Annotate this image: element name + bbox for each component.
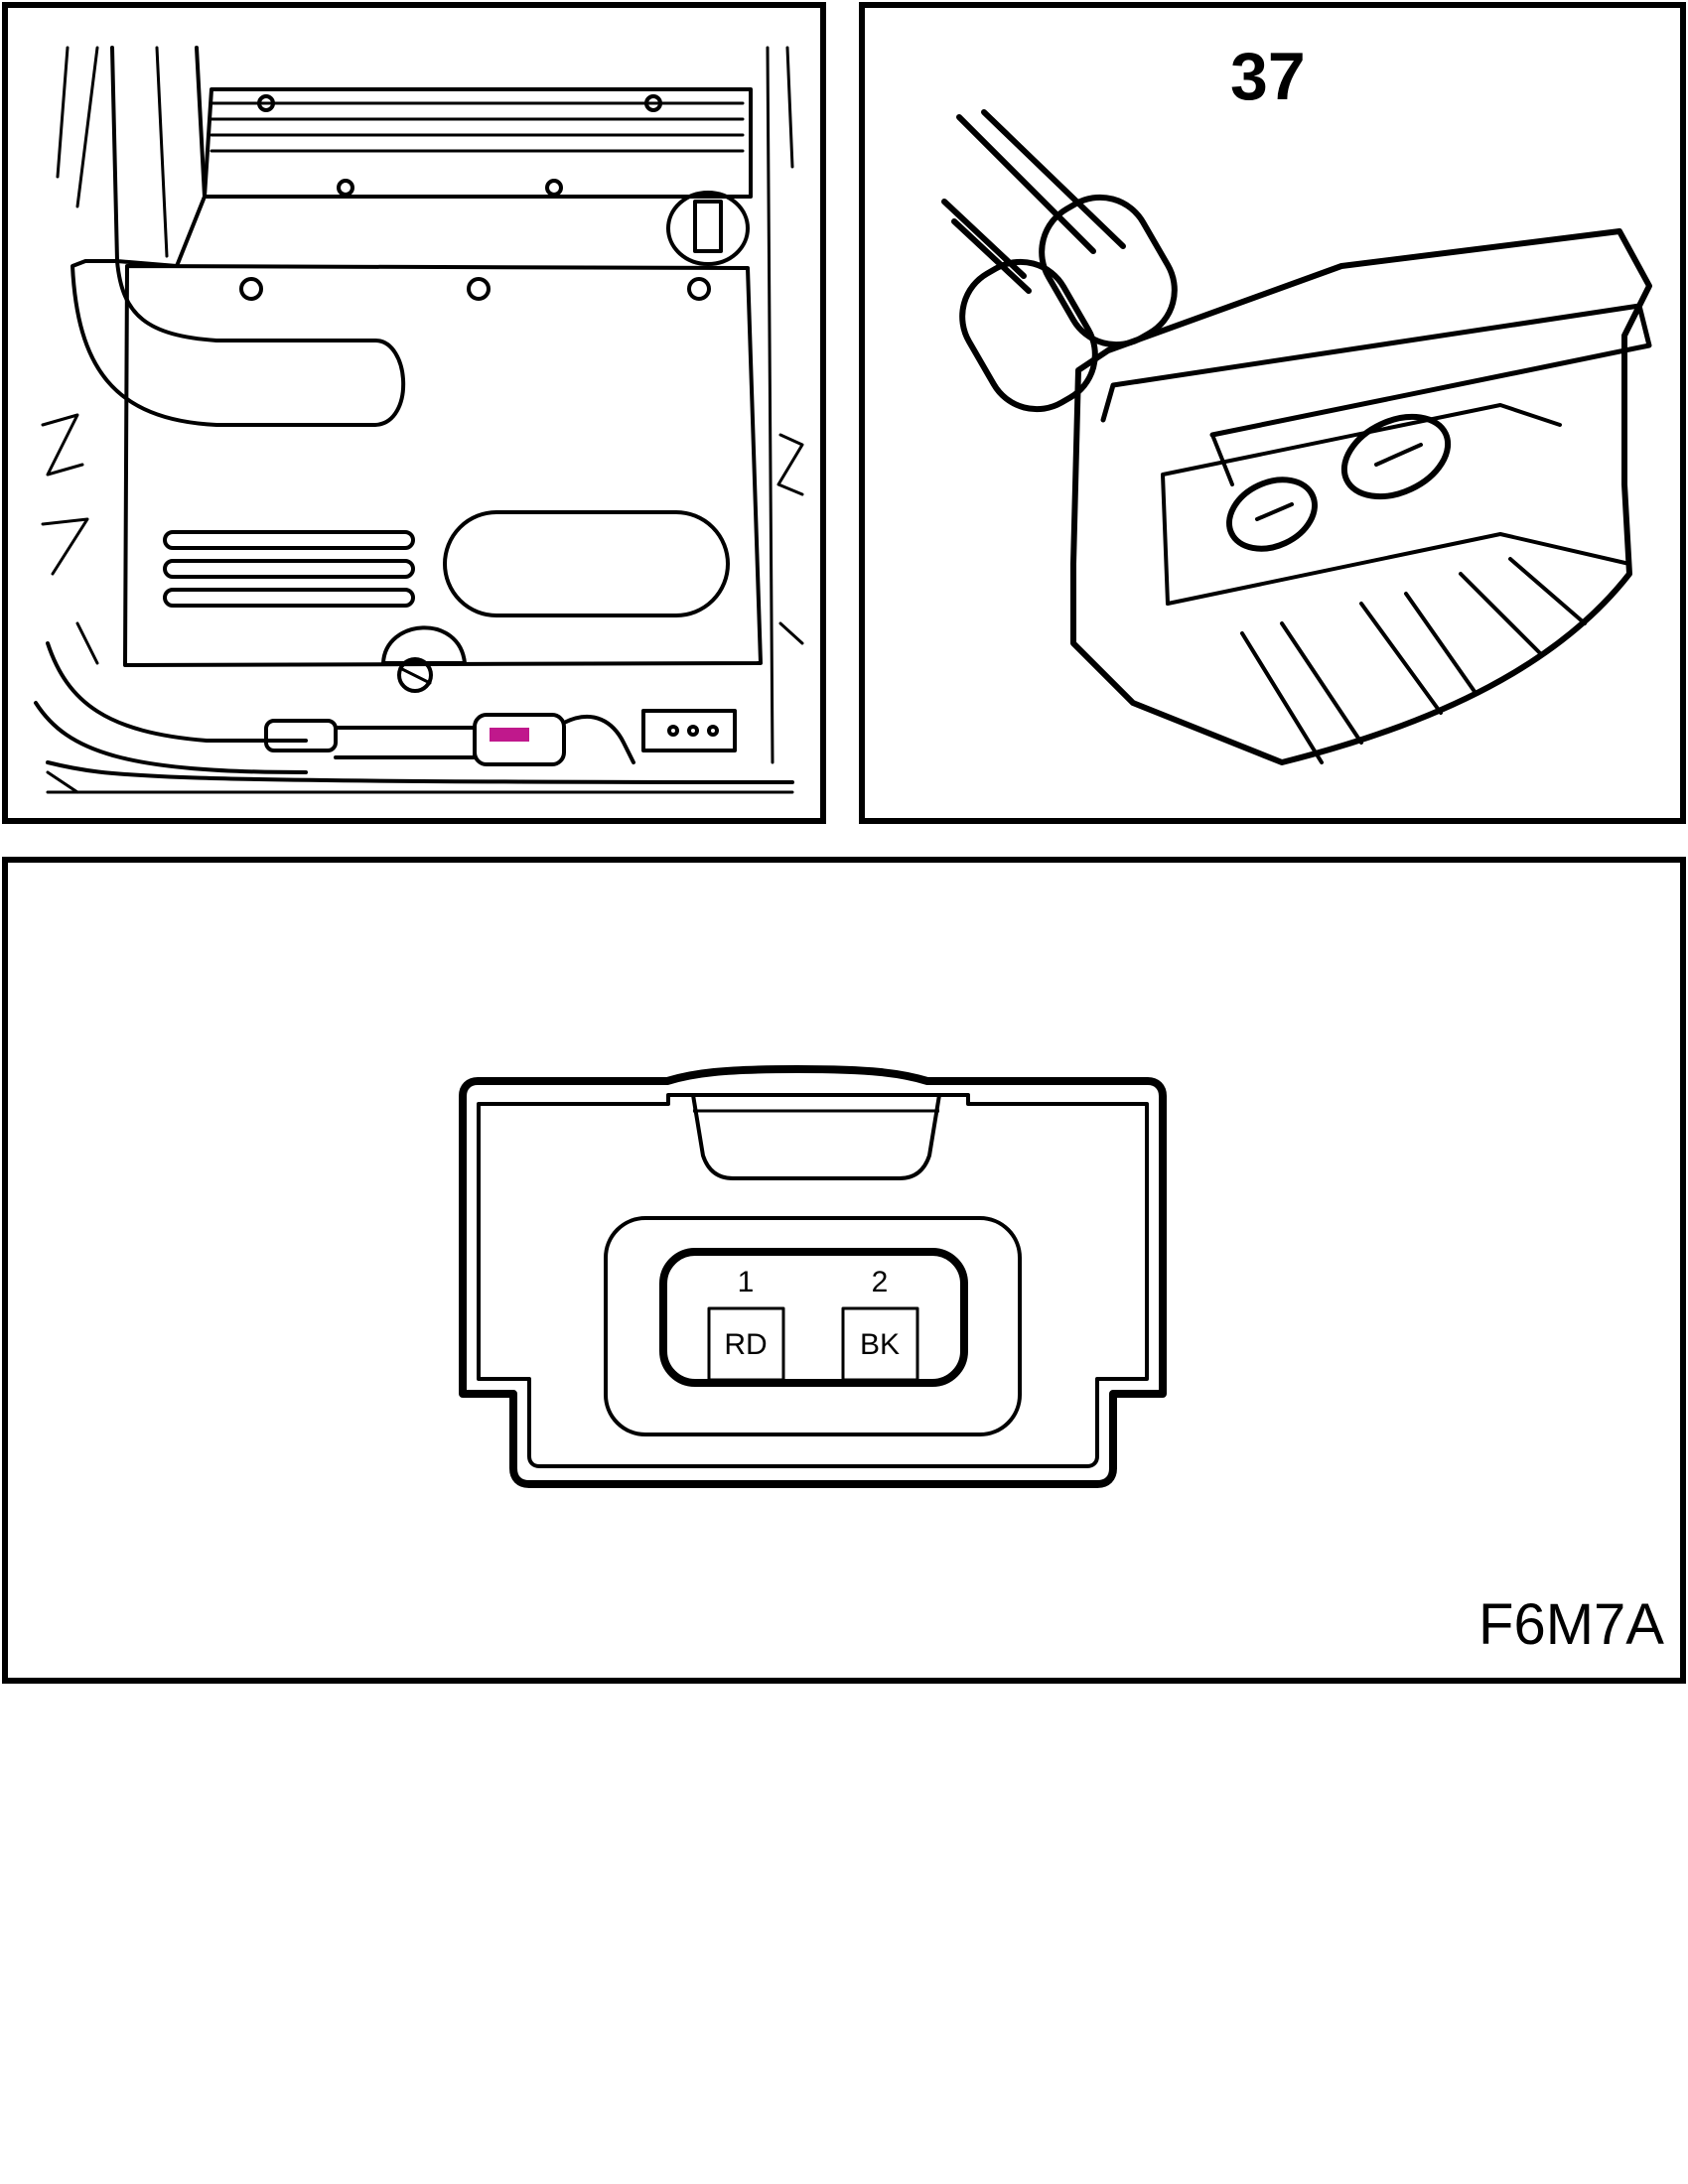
pin-2-cavity [841,1306,919,1382]
highlight-mark [490,728,529,742]
connector-face-panel: 1 2 RD BK F6M7A [2,857,1686,1684]
engine-location-panel [2,2,826,824]
connector-isometric-panel: 37 [859,2,1686,824]
connector-face-view: 1 2 RD BK [459,1065,1167,1488]
pin-2-number: 2 [872,1266,889,1298]
pin-2-wire-color: BK [860,1328,900,1361]
callout-number: 37 [1230,39,1306,114]
pin-1-cavity [707,1306,785,1382]
pin-1-wire-color: RD [724,1328,767,1361]
figure-code: F6M7A [1478,1592,1664,1657]
engine-bay-illustration [34,46,804,794]
connector-illustration [941,109,1652,765]
pin-1-number: 1 [738,1266,755,1298]
